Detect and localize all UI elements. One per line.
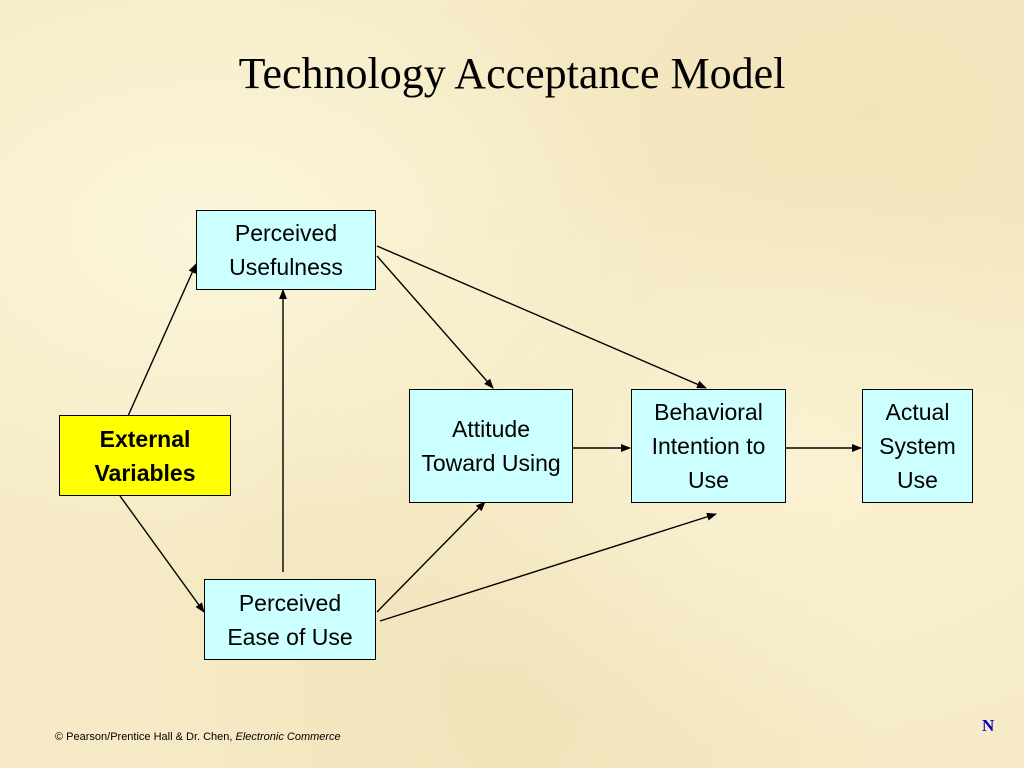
node-perceived-usefulness: Perceived Usefulness bbox=[196, 210, 376, 290]
footer-copyright-text: © Pearson/Prentice Hall & Dr. Chen, bbox=[55, 731, 236, 743]
arrow-external-to-usefulness bbox=[127, 263, 197, 417]
node-actual-system-use: Actual System Use bbox=[862, 389, 973, 503]
node-perceived-ease-of-use: Perceived Ease of Use bbox=[204, 579, 376, 660]
arrow-ease-to-intention bbox=[379, 512, 717, 622]
arrow-ease-to-attitude bbox=[376, 501, 486, 613]
node-behavioral-intention: Behavioral Intention to Use bbox=[631, 389, 786, 503]
arrow-usefulness-to-attitude bbox=[376, 255, 494, 389]
slide-number: N bbox=[982, 716, 995, 735]
footer-copyright: © Pearson/Prentice Hall & Dr. Chen, Elec… bbox=[55, 731, 341, 743]
footer-book-title: Electronic Commerce bbox=[235, 731, 341, 743]
arrow-external-to-ease bbox=[119, 495, 205, 613]
node-attitude-toward-using: Attitude Toward Using bbox=[409, 389, 573, 503]
slide-title: Technology Acceptance Model bbox=[238, 49, 786, 98]
arrow-usefulness-to-intention bbox=[376, 245, 707, 389]
node-external-variables: External Variables bbox=[59, 415, 231, 496]
